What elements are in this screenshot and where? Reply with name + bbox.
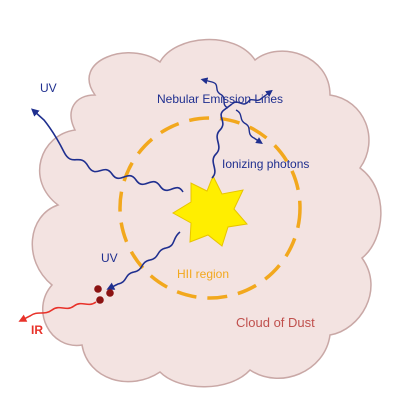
star-icon <box>172 174 248 247</box>
dust-grain-icon <box>94 285 102 293</box>
dust-grain-icon <box>96 296 104 304</box>
nebular-emission-line-right <box>231 89 273 105</box>
nebular-emission-label: Nebular Emission Lines <box>157 92 283 106</box>
uv-label-top: UV <box>40 81 57 95</box>
ir-photon <box>18 301 97 322</box>
uv-photon-to-dust <box>106 231 181 290</box>
nebular-emission-line-left <box>200 77 229 109</box>
dust-grain-icon <box>106 289 114 297</box>
cloud-of-dust-label: Cloud of Dust <box>236 315 315 330</box>
hii-region-ring <box>118 116 302 300</box>
hii-region-label: HII region <box>177 267 229 281</box>
ir-label: IR <box>31 323 43 337</box>
uv-photon-outgoing <box>31 108 184 193</box>
nebular-emission-line-down <box>235 109 263 144</box>
uv-label-inner: UV <box>101 251 118 265</box>
ionizing-photon <box>211 103 233 179</box>
ionizing-photons-label: Ionizing photons <box>222 157 309 171</box>
